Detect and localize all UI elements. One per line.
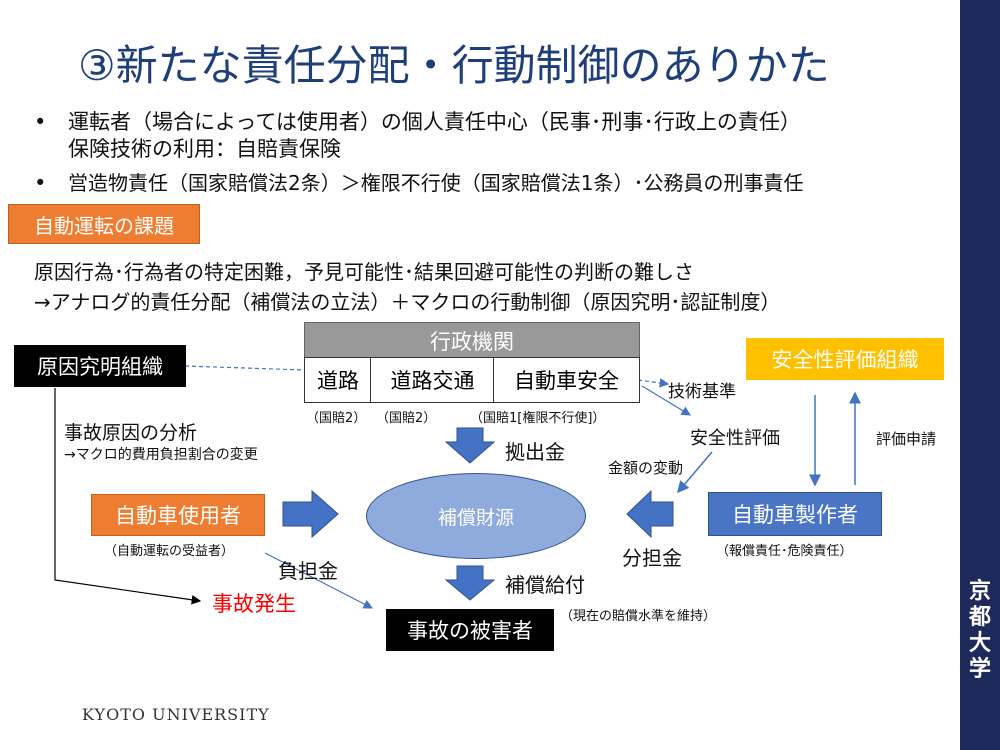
- vehicle-user-box: 自動車使用者: [91, 494, 265, 536]
- gov-note-1: （国賠2）: [306, 411, 367, 426]
- safety-eval-label: 安全性評価: [690, 428, 780, 449]
- amount-change-label: 金額の変動: [608, 459, 684, 477]
- cause-to-accident-line: [54, 388, 202, 605]
- vehicle-maker-note: （報償責任･危険責任）: [716, 544, 853, 559]
- user-to-victim-line: [264, 552, 374, 609]
- side-logo: 京都大学: [968, 578, 991, 682]
- tech-standard-label: 技術基準: [668, 382, 736, 402]
- gov-cell-vehicle-safety: 自動車安全: [493, 357, 640, 403]
- bullet-1-line-2: 保険技術の利用：自賠責保険: [68, 137, 341, 161]
- safety-evaluation-org: 安全性評価組織: [746, 338, 944, 380]
- user-to-fund-arrow: [282, 489, 339, 539]
- issue-label: 自動運転の課題: [8, 204, 200, 244]
- gov-cell-road-traffic: 道路交通: [370, 357, 495, 403]
- maker-to-fund-arrow: [626, 489, 674, 539]
- gov-to-tech-standard-line: [637, 378, 670, 388]
- cause-to-gov-line: [184, 365, 305, 371]
- gov-to-safety-eval-line: [641, 385, 692, 416]
- accident-occurrence-label: 事故発生: [212, 592, 296, 616]
- cause-investigation-org: 原因究明組織: [14, 345, 186, 387]
- contribution-label: 拠出金: [505, 440, 565, 464]
- eval-request-label: 評価申請: [876, 430, 937, 448]
- vehicle-user-note: （自動運転の受益者）: [104, 544, 235, 559]
- safety-eval-to-fund-line: [677, 451, 713, 494]
- issue-line-2: →アナログ的責任分配（補償法の立法）＋マクロの行動制御（原因究明･認証制度）: [34, 290, 781, 314]
- footer-university-name: KYOTO UNIVERSITY: [82, 705, 270, 724]
- bullet-2-line-1: 営造物責任（国家賠償法2条）＞権限不行使（国家賠償法1条）･公務員の刑事責任: [68, 171, 804, 195]
- bullet-marker: •: [34, 110, 47, 134]
- victim-note: （現在の賠償水準を維持）: [560, 609, 717, 624]
- accident-analysis-label: 事故原因の分析: [64, 422, 198, 444]
- vehicle-maker-box: 自動車製作者: [708, 492, 882, 536]
- page-title: ③新たな責任分配・行動制御のありかた: [78, 41, 830, 90]
- gov-cell-road: 道路: [304, 357, 372, 403]
- bullet-marker: •: [34, 171, 47, 195]
- gov-note-3: （国賠1[権限不行使]）: [470, 411, 606, 426]
- gov-note-2: （国賠2）: [376, 411, 437, 426]
- share-label: 分担金: [622, 546, 682, 570]
- cost-change-label: →マクロ的費用負担割合の変更: [64, 447, 258, 463]
- compensation-label: 補償給付: [505, 573, 585, 597]
- gov-agency-header: 行政機関: [304, 322, 640, 359]
- bullet-1-line-1: 運転者（場合によっては使用者）の個人責任中心（民事･刑事･行政上の責任）: [68, 110, 801, 134]
- compensation-fund-ellipse: 補償財源: [366, 473, 586, 559]
- burden-label: 負担金: [278, 559, 338, 583]
- accident-victim-box: 事故の被害者: [386, 609, 554, 651]
- issue-line-1: 原因行為･行為者の特定困難，予見可能性･結果回避可能性の判断の難しさ: [34, 260, 694, 284]
- side-bar: [960, 0, 1000, 750]
- contribution-arrow: [444, 427, 496, 464]
- compensation-arrow: [444, 565, 496, 601]
